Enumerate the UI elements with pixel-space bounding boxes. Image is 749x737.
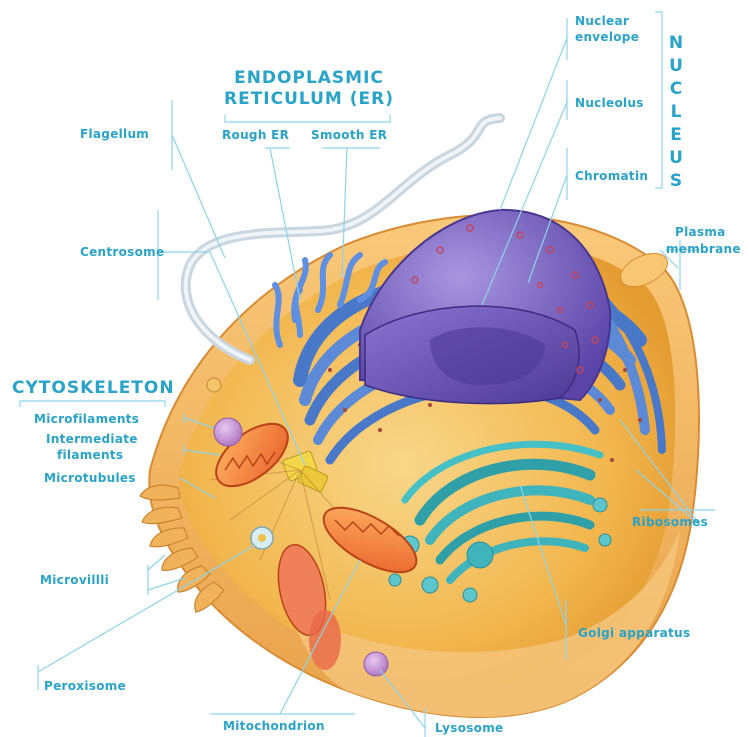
er-title-line2: RETICULUM (ER) [214,89,404,109]
nucleus-letter-s: S [666,170,686,193]
er-title-line1: ENDOPLASMIC [214,68,404,88]
lysosome-upper [214,418,242,446]
label-chromatin: Chromatin [575,169,648,183]
label-microfilaments: Microfilaments [34,412,139,426]
label-ribosomes: Ribosomes [632,515,708,529]
label-intermediate-filaments-line1: Intermediate [46,432,138,446]
label-intermediate-filaments-line2: filaments [57,448,123,462]
label-centrosome: Centrosome [80,245,164,259]
nucleus-letter-c: C [666,78,686,101]
label-rough-er: Rough ER [222,128,289,142]
label-plasma-membrane-line1: Plasma [675,225,726,239]
lysosome-lower [364,652,388,676]
label-plasma-membrane-line2: membrane [666,242,741,256]
label-flagellum: Flagellum [80,127,149,141]
nucleus-letter-l: L [666,101,686,124]
label-peroxisome: Peroxisome [44,679,126,693]
nucleus-letter-n: N [666,32,686,55]
label-lysosome: Lysosome [435,721,503,735]
vesicle [207,378,221,392]
nucleus-letter-e: E [666,124,686,147]
label-nuclear-envelope-line1: Nuclear [575,14,629,28]
label-microvilli: Microvillli [40,573,109,587]
nucleus-letter-u2: U [666,147,686,170]
label-golgi-apparatus: Golgi apparatus [578,626,690,640]
label-smooth-er: Smooth ER [311,128,387,142]
nucleus-letter-u1: U [666,55,686,78]
cytoskeleton-title: CYTOSKELETON [12,378,175,398]
label-mitochondrion: Mitochondrion [223,719,325,733]
label-nuclear-envelope-line2: envelope [575,30,639,44]
label-nucleolus: Nucleolus [575,96,644,110]
label-microtubules: Microtubules [44,471,136,485]
